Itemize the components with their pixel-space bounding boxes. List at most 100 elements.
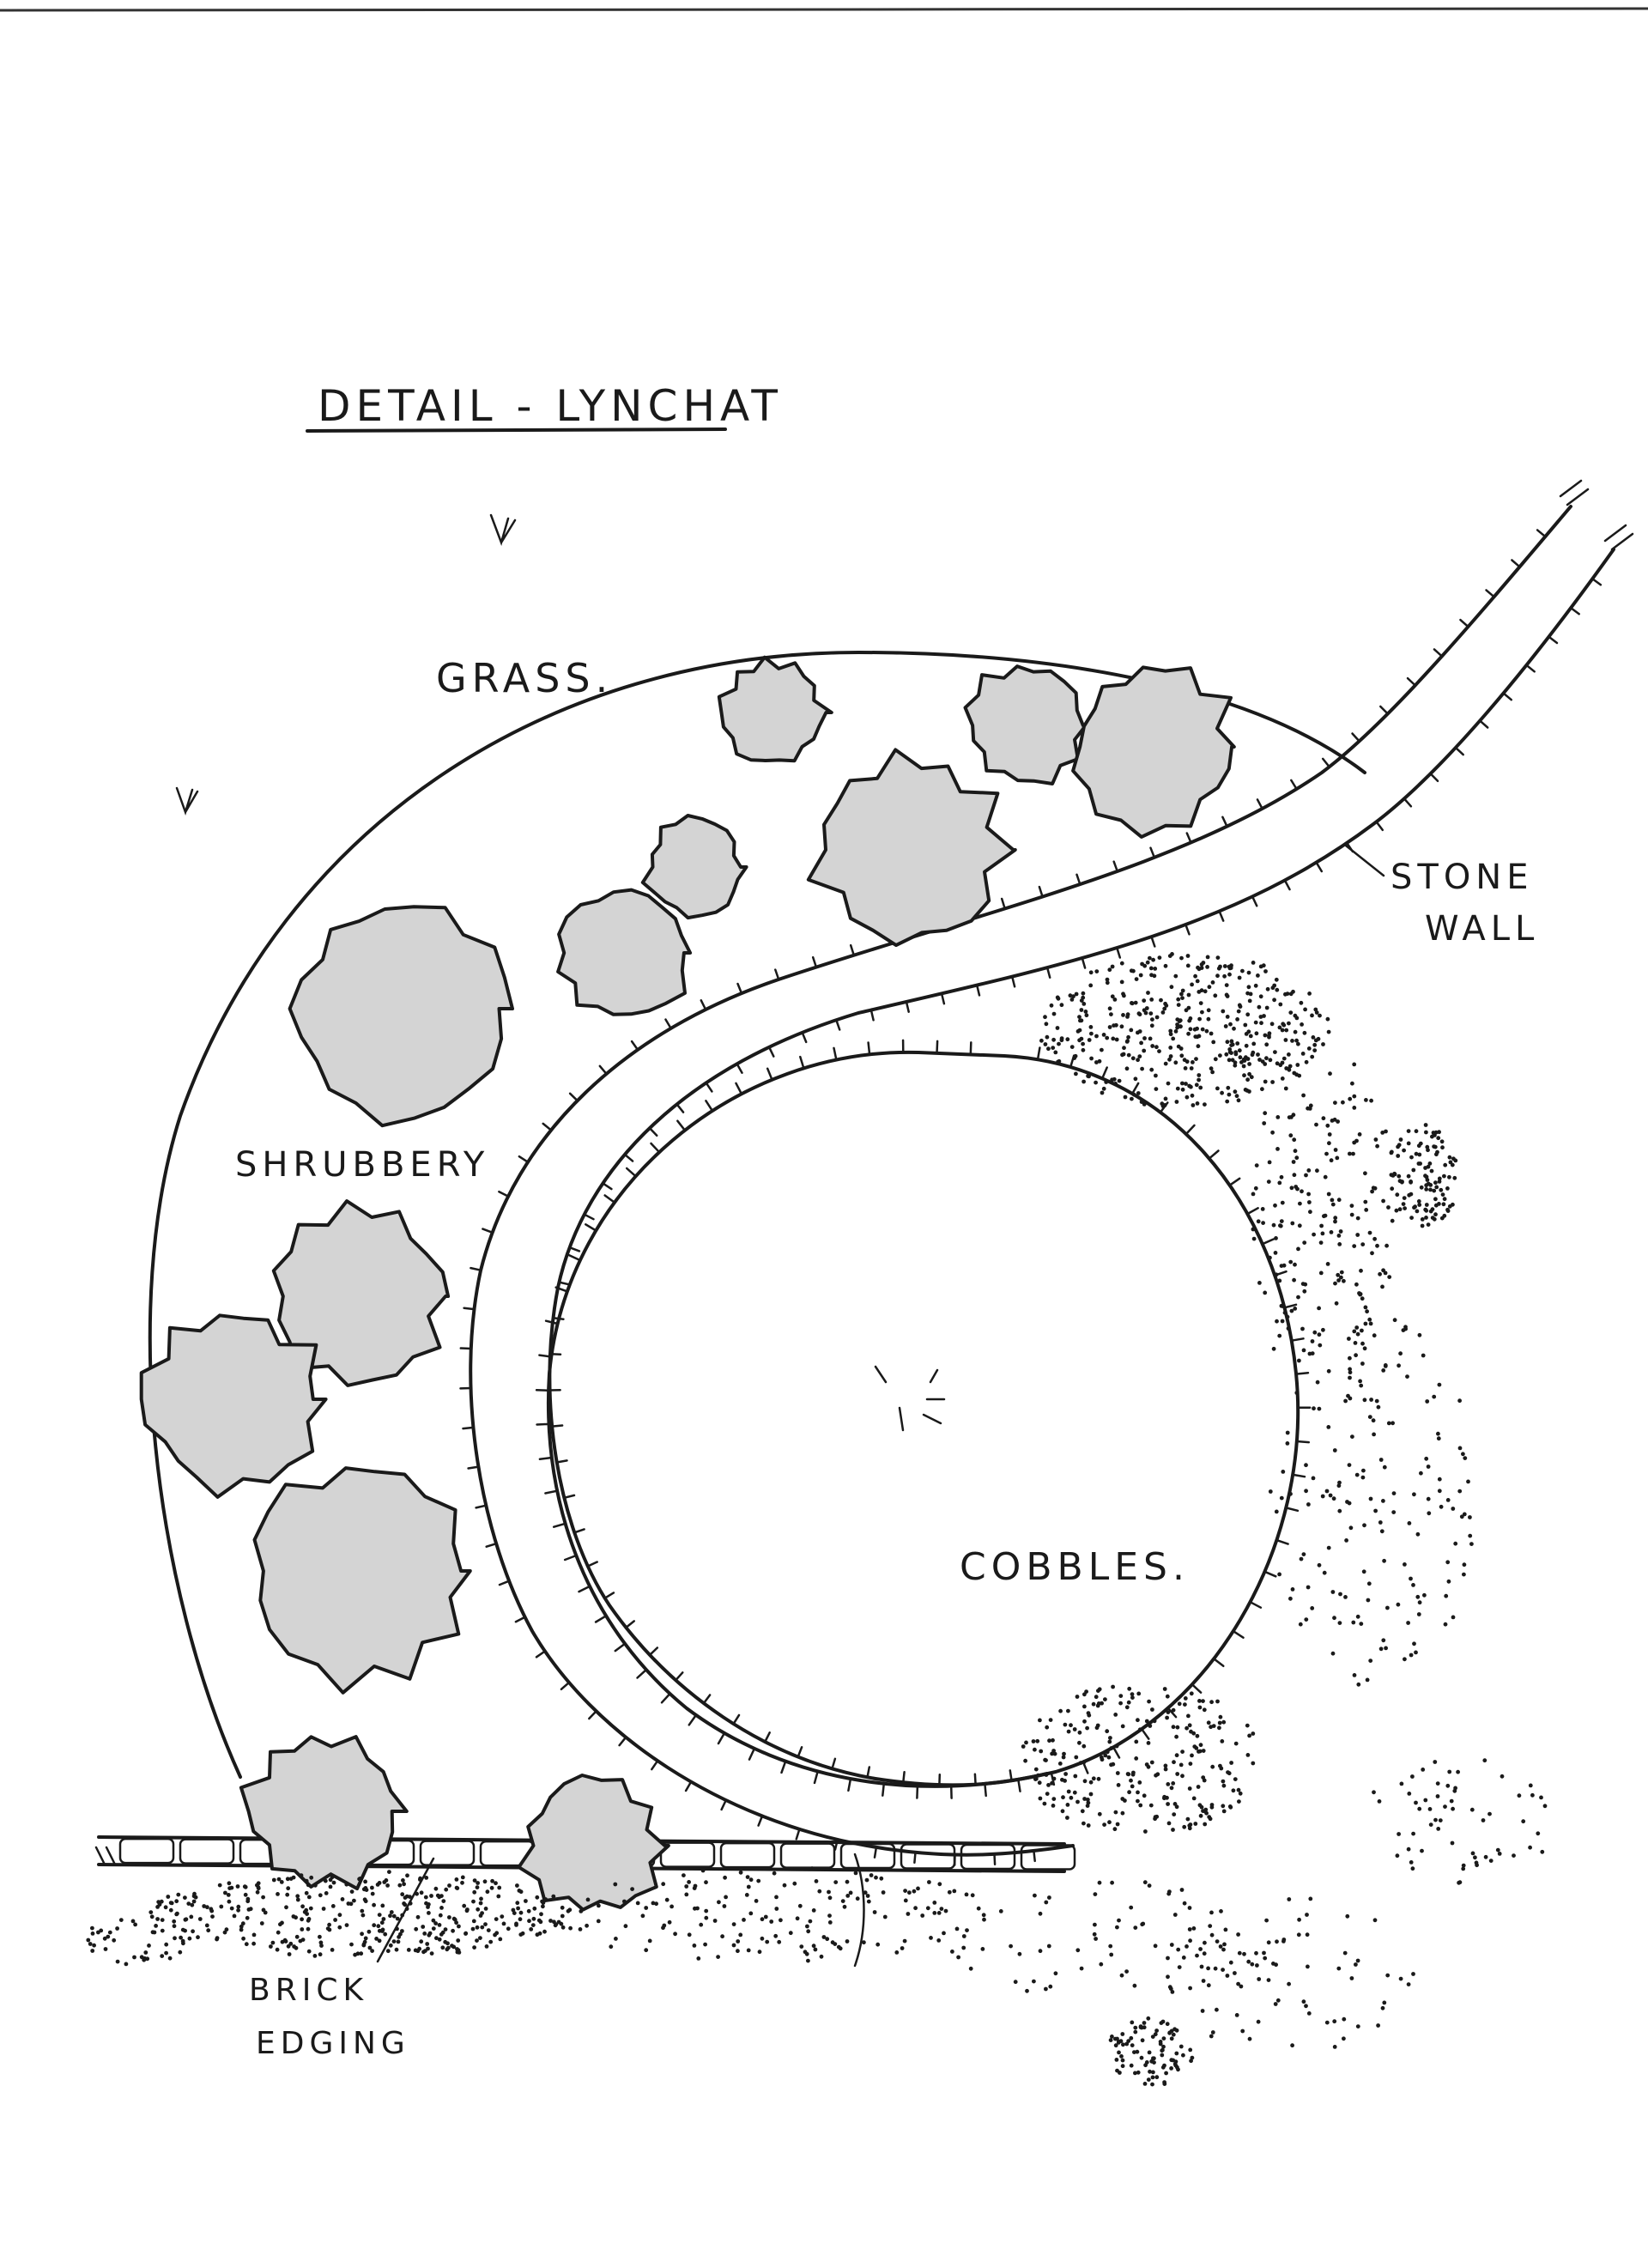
gravel-dot	[396, 1939, 401, 1944]
gravel-dot	[1365, 1309, 1369, 1314]
gravel-dot	[1320, 1231, 1325, 1236]
gravel-dot	[1162, 1794, 1166, 1799]
gravel-dot	[1189, 1084, 1193, 1089]
gravel-dot	[1225, 1040, 1230, 1045]
gravel-dot	[1177, 1965, 1182, 1970]
gravel-dot	[1009, 1944, 1013, 1949]
gravel-dot	[1227, 1804, 1233, 1809]
gravel-dot	[1377, 1799, 1382, 1804]
gravel-dot	[548, 1919, 553, 1923]
gravel-dot	[1051, 1776, 1057, 1781]
gravel-dot	[478, 1936, 482, 1941]
gravel-dot	[1174, 2051, 1179, 2056]
gravel-dot	[1248, 1034, 1253, 1039]
gravel-dot	[1411, 1972, 1415, 1976]
gravel-dot	[1195, 1733, 1200, 1738]
gravel-dot	[209, 1908, 215, 1913]
gravel-dot	[1317, 1332, 1322, 1337]
gravel-dot	[518, 1932, 524, 1938]
gravel-dot	[1130, 1772, 1136, 1777]
gravel-dot	[1528, 1845, 1532, 1850]
gravel-dot	[1330, 1590, 1336, 1594]
gravel-dot	[497, 1885, 502, 1890]
edge-tick	[536, 1422, 550, 1426]
gravel-dot	[1180, 996, 1184, 1000]
gravel-dot	[1091, 1701, 1096, 1707]
gravel-dot	[1247, 1062, 1251, 1066]
gravel-dot	[1407, 1521, 1412, 1525]
gravel-dot	[1220, 1090, 1224, 1095]
gravel-dot	[748, 1877, 754, 1883]
gravel-dot	[333, 1918, 337, 1922]
gravel-dot	[1213, 1057, 1218, 1062]
gravel-dot	[1166, 1956, 1170, 1961]
edge-tick	[766, 1067, 773, 1082]
gravel-dot	[304, 1890, 309, 1895]
gravel-dot	[1367, 1317, 1372, 1322]
gravel-dot	[1262, 1121, 1267, 1125]
gravel-dot	[1149, 1067, 1154, 1072]
gravel-dot	[292, 1944, 296, 1949]
gravel-dot	[415, 1891, 419, 1896]
gravel-dot	[724, 1895, 728, 1900]
gravel-dot	[479, 1896, 483, 1901]
gravel-dot	[556, 1919, 561, 1925]
gravel-dot	[1245, 1077, 1250, 1082]
edge-tick	[560, 1681, 571, 1691]
gravel-dot	[1336, 1483, 1342, 1489]
edge-tick	[664, 1018, 672, 1030]
gravel-dot	[1149, 998, 1154, 1002]
gravel-dot	[1433, 1760, 1438, 1764]
gravel-dot	[1189, 1066, 1194, 1070]
gravel-dot	[1433, 1197, 1438, 1202]
gravel-dot	[1113, 2043, 1118, 2048]
gravel-dot	[1285, 1314, 1290, 1319]
gravel-dot	[1247, 1089, 1251, 1094]
gravel-dot	[1306, 1046, 1312, 1051]
gravel-dot	[1210, 980, 1215, 985]
gravel-dot	[360, 1908, 365, 1913]
gravel-dot	[704, 1880, 708, 1885]
gravel-dot	[1323, 1213, 1328, 1218]
gravel-dot	[483, 1922, 488, 1927]
gravel-dot	[1148, 1036, 1153, 1041]
gravel-dot	[1233, 1089, 1238, 1095]
edge-tick	[700, 999, 707, 1011]
gravel-dot	[1100, 1757, 1105, 1762]
gravel-dot	[1370, 1251, 1374, 1256]
gravel-dot	[1288, 1010, 1294, 1015]
gravel-dot	[1462, 1572, 1466, 1577]
gravel-dot	[1136, 1030, 1140, 1035]
gravel-dot	[1269, 1022, 1275, 1027]
gravel-dot	[925, 1906, 930, 1911]
gravel-dot	[370, 1949, 374, 1954]
gravel-dot	[1304, 1059, 1309, 1064]
gravel-dot	[1126, 2039, 1131, 2044]
gravel-dot	[1360, 1242, 1366, 1246]
gravel-dot	[1160, 2019, 1166, 2024]
edge-tick	[748, 1747, 756, 1761]
gravel-dot	[443, 1927, 448, 1932]
gravel-dot	[1318, 1343, 1323, 1348]
label-stone-wall-2: WALL	[1425, 909, 1539, 949]
gravel-dot	[1437, 1489, 1442, 1494]
gravel-dot	[1066, 1708, 1070, 1713]
gravel-dot	[1075, 1799, 1080, 1804]
gravel-dot	[401, 1878, 405, 1883]
gravel-dot	[527, 1919, 531, 1924]
gravel-dot	[1416, 1612, 1421, 1616]
gravel-dot	[1267, 1160, 1272, 1165]
gravel-dot	[1197, 1705, 1203, 1710]
gravel-dot	[456, 1938, 461, 1943]
gravel-dot	[1283, 1038, 1288, 1042]
gravel-dot	[814, 1879, 819, 1883]
gravel-dot	[1119, 979, 1124, 985]
gravel-dot	[328, 1884, 333, 1889]
gravel-dot	[419, 1890, 424, 1895]
gravel-dot	[1348, 1370, 1353, 1375]
gravel-dot	[1299, 1000, 1304, 1005]
gravel-dot	[722, 1904, 727, 1908]
gravel-dot	[1157, 955, 1162, 960]
gravel-dot	[976, 1906, 981, 1911]
gravel-dot	[1138, 1803, 1143, 1808]
